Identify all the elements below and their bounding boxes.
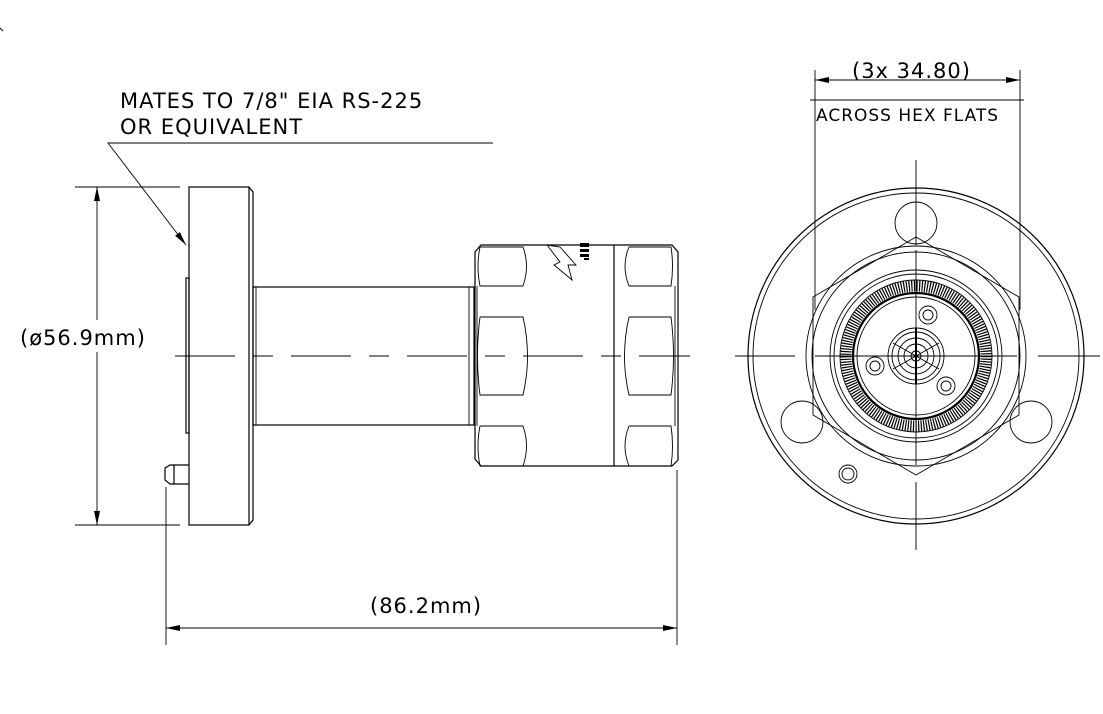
- length-dimension: (86.2mm): [165, 470, 678, 645]
- hex-nut-outline: [812, 236, 1020, 476]
- alignment-pin: [164, 464, 189, 485]
- hex-note-label: ACROSS HEX FLATS: [816, 106, 999, 126]
- hex-dim-label: (3x 34.80): [852, 59, 971, 83]
- mating-note: MATES TO 7/8" EIA RS-225 OR EQUIVALENT: [107, 89, 493, 246]
- diameter-dimension: (ø56.9mm): [20, 186, 180, 526]
- note-line-1: MATES TO 7/8" EIA RS-225: [120, 89, 423, 113]
- brand-logo: [545, 243, 589, 282]
- coupling-nut: [474, 243, 679, 467]
- note-line-2: OR EQUIVALENT: [120, 115, 303, 139]
- pin-hole: [838, 464, 858, 484]
- diameter-label: (ø56.9mm): [20, 326, 146, 350]
- hex-dimension: (3x 34.80) ACROSS HEX FLATS: [810, 59, 1024, 310]
- mounting-hole: [1009, 400, 1053, 444]
- screw: [936, 376, 956, 396]
- mounting-hole: [780, 400, 824, 444]
- screw: [865, 356, 885, 376]
- flange-hub: [185, 277, 190, 434]
- side-view: [164, 186, 690, 526]
- length-label: (86.2mm): [370, 594, 482, 618]
- screw: [918, 305, 938, 325]
- front-view: [735, 160, 1100, 550]
